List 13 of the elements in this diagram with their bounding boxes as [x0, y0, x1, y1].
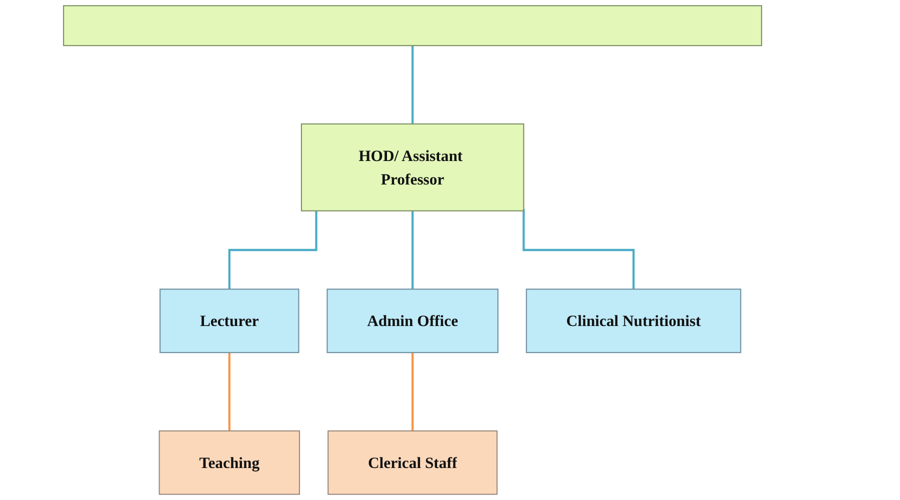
connector [522, 208, 635, 290]
connector [412, 46, 414, 125]
node-box: HOD/ Assistant Professor [300, 123, 524, 212]
connector [412, 210, 414, 290]
node-box: Lecturer [160, 288, 300, 354]
node-box: Clerical Staff [328, 430, 498, 495]
node-box: Teaching [158, 430, 300, 495]
node-box: Clinical Nutritionist [526, 288, 742, 354]
connector [412, 352, 414, 432]
connector [228, 352, 230, 432]
connector [228, 210, 318, 290]
node-box: Admin Office [326, 288, 498, 354]
node-box [63, 5, 762, 46]
